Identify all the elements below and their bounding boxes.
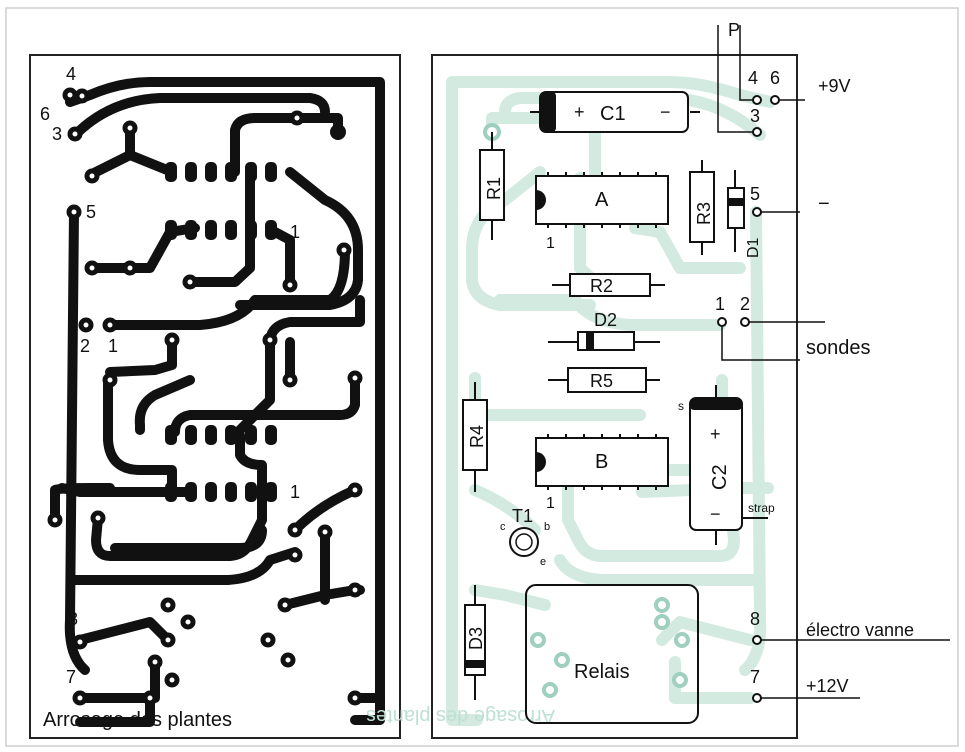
c2-minus: − <box>710 504 721 524</box>
left-pads <box>47 87 363 706</box>
left-pad-label-7: 7 <box>66 667 76 687</box>
ic-a: A 1 <box>535 172 669 252</box>
terminal-6-label: 6 <box>770 68 780 88</box>
t1-e: e <box>540 556 546 568</box>
left-pad-label-5: 5 <box>86 202 96 222</box>
strap-label: strap <box>748 501 775 515</box>
diode-d3: D3 <box>464 585 486 700</box>
capacitor-c1: + C1 − <box>530 91 700 133</box>
minus-label: − <box>818 193 830 215</box>
left-pad-label-6: 6 <box>40 104 50 124</box>
resistor-r1: R1 <box>479 132 505 240</box>
plus-12v-label: +12V <box>806 676 849 696</box>
r3-label: R3 <box>694 202 714 225</box>
resistor-r4: R4 <box>462 382 488 492</box>
terminal-5-label: 5 <box>750 184 760 204</box>
t1-b: b <box>544 521 550 533</box>
terminal-p-label: P <box>728 20 740 40</box>
left-pad-label-3: 3 <box>52 124 62 144</box>
r2-label: R2 <box>590 276 613 296</box>
c2-s: s <box>678 399 684 413</box>
ic-b-pin1: 1 <box>546 495 555 512</box>
right-board: Arrosage des plantes + C1 − R1 A 1 <box>366 20 798 739</box>
c1-minus: − <box>660 102 671 122</box>
left-board-caption: Arrosage des plantes <box>43 709 232 731</box>
diode-d1: D1 <box>727 170 762 258</box>
d3-label: D3 <box>466 627 486 650</box>
ic-a-pin1: 1 <box>546 235 555 252</box>
left-pad-label-4: 4 <box>66 64 76 84</box>
c1-label: C1 <box>600 103 626 125</box>
left-pad-label-1: 1 <box>108 336 118 356</box>
terminal-3-label: 3 <box>750 106 760 126</box>
diode-d2: D2 <box>548 310 660 351</box>
resistor-r5: R5 <box>548 367 660 393</box>
resistor-r2: R2 <box>552 273 665 297</box>
c2-label: C2 <box>709 464 731 490</box>
left-ic-pads-top <box>165 162 277 240</box>
terminal-7-label: 7 <box>750 667 760 687</box>
r1-label: R1 <box>484 177 504 200</box>
left-ic-bottom-pin1-label: 1 <box>290 482 300 502</box>
sondes-label: sondes <box>806 337 871 359</box>
r4-label: R4 <box>467 425 487 448</box>
left-pad-label-8: 8 <box>68 609 78 629</box>
resistor-r3: R3 <box>689 160 715 255</box>
terminal-1-label: 1 <box>715 294 725 314</box>
plus-9v-label: +9V <box>818 76 851 96</box>
ic-a-label: A <box>595 189 609 211</box>
c2-plus: + <box>710 424 721 444</box>
t1-label: T1 <box>512 506 533 526</box>
transistor-t1: T1 c b e <box>500 506 550 568</box>
left-ic-pads-bottom <box>165 425 277 502</box>
ghost-pads <box>483 123 690 698</box>
d2-label: D2 <box>594 310 617 330</box>
terminal-8-label: 8 <box>750 609 760 629</box>
relay: Relais <box>525 584 699 724</box>
left-large-pad <box>330 124 346 140</box>
d1-label: D1 <box>745 237 762 258</box>
terminal-4-label: 4 <box>748 68 758 88</box>
ic-b-label: B <box>595 451 608 473</box>
terminal-2-label: 2 <box>740 294 750 314</box>
ghost-caption: Arrosage des plantes <box>366 705 555 727</box>
ic-b: B 1 <box>535 434 669 512</box>
r5-label: R5 <box>590 371 613 391</box>
c1-plus: + <box>574 102 585 122</box>
external-wires <box>717 25 950 699</box>
left-ic-top-pin1-label: 1 <box>290 222 300 242</box>
left-pad-label-2: 2 <box>80 336 90 356</box>
t1-c: c <box>500 521 506 533</box>
electro-vanne-label: électro vanne <box>806 620 914 640</box>
left-board: 4 6 3 5 2 1 1 1 8 7 Arrosage des plantes <box>29 54 401 739</box>
relay-label: Relais <box>574 661 630 683</box>
capacitor-c2: + C2 − s strap <box>678 385 775 545</box>
